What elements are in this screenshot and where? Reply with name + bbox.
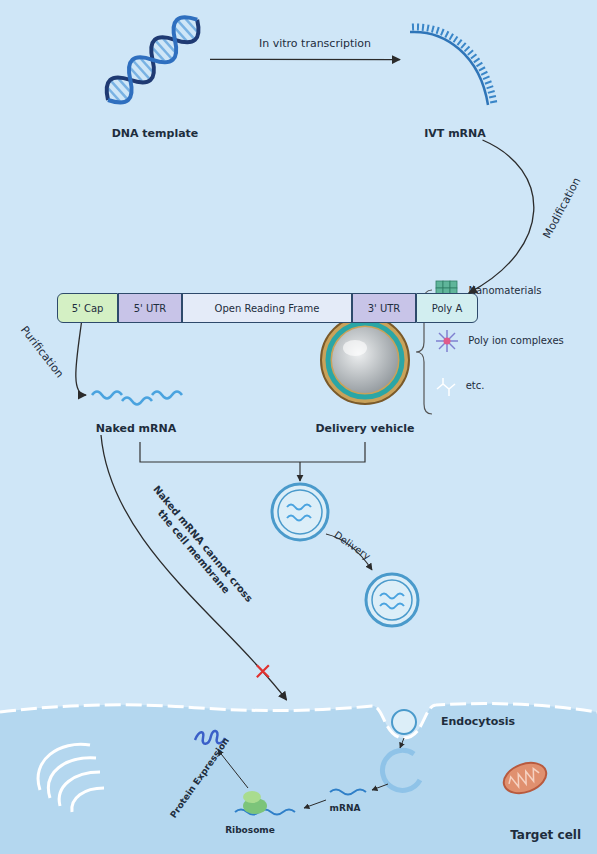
- loaded-particle: [278, 490, 322, 534]
- expression-arrow: [218, 750, 248, 788]
- node-text: Target cell: [510, 828, 581, 842]
- mrna-strand: [410, 27, 494, 105]
- dna-helix: [99, 10, 206, 110]
- endoplasmic-reticulum: [38, 744, 104, 812]
- edge-label: Naked mRNA cannot cross the cell membran…: [141, 483, 256, 613]
- endoplasmic-reticulum: [72, 788, 104, 812]
- text-label: Nanomaterials: [468, 285, 541, 297]
- vehicle-particle: [321, 316, 409, 404]
- molecule-icon: [437, 378, 455, 396]
- naked-mrna-strands: [92, 392, 122, 399]
- cross-mark: [257, 665, 269, 677]
- loaded-particle: [287, 505, 311, 521]
- text-label: Endocytosis: [441, 715, 515, 728]
- node-text: DNA template: [112, 127, 199, 140]
- text-label: etc.: [466, 380, 485, 392]
- vehicle-particle: [332, 327, 398, 393]
- node-text: 5' UTR: [134, 303, 167, 314]
- flow-arrow: [101, 435, 287, 700]
- utr-box: 3' UTR: [352, 293, 416, 323]
- polyion-icon: [436, 330, 458, 352]
- nanomaterial-icon: [436, 281, 443, 288]
- text-label: Poly ion complexes: [468, 335, 564, 347]
- ribosome: [243, 791, 261, 803]
- text-label: mRNA: [330, 803, 361, 814]
- edge-label: In vitro transcription: [259, 37, 371, 50]
- naked-mrna-node: Naked mRNA: [86, 378, 186, 435]
- vehicle-particle: [328, 323, 402, 397]
- merge-line: [140, 442, 365, 462]
- loaded-particle: [366, 574, 418, 626]
- flow-arrow: [76, 323, 86, 395]
- flow-arrow: [210, 59, 400, 61]
- cell-body: [0, 704, 597, 854]
- node-text: IVT mRNA: [424, 127, 486, 140]
- node-text: Naked mRNA: [96, 422, 176, 435]
- text-label: Delivery: [332, 529, 373, 563]
- polyion-icon: [439, 333, 455, 349]
- dna-helix: [154, 39, 173, 60]
- loaded-particle: [380, 594, 404, 609]
- vehicle-particle: [343, 340, 367, 356]
- cell-membrane: [0, 704, 597, 738]
- flow-arrow: [469, 140, 534, 293]
- release-arrow: [400, 738, 404, 748]
- dna-helix: [99, 9, 207, 110]
- budding-vesicle: [392, 710, 416, 734]
- text-label: Ribosome: [225, 825, 275, 836]
- mrna-strand: [410, 32, 488, 105]
- release-arrow: [372, 784, 388, 790]
- loaded-particle: [272, 484, 328, 540]
- loaded-particle: [372, 580, 412, 620]
- cap-box: 5' Cap: [57, 293, 118, 323]
- naked-mrna-strands: [122, 398, 152, 405]
- endoplasmic-reticulum: [38, 744, 90, 790]
- mitochondrion: [500, 757, 551, 798]
- nanomaterial-icon: [450, 281, 457, 288]
- text-label: Protein Expression: [168, 736, 232, 820]
- dna-helix: [110, 80, 129, 101]
- vehicle-particle: [321, 316, 409, 404]
- node-text: Poly A: [432, 303, 463, 314]
- node-text: 3' UTR: [368, 303, 401, 314]
- node-text: Delivery vehicle: [315, 422, 414, 435]
- naked-mrna-strands: [152, 392, 182, 399]
- ribosome: [243, 791, 267, 814]
- mitochondrion: [500, 757, 551, 798]
- loaded-particle: [366, 574, 418, 626]
- merge-arrow: [299, 462, 300, 481]
- mitochondrion: [507, 767, 541, 789]
- orf-box: Open Reading Frame: [182, 293, 352, 323]
- mrna-strand: [412, 27, 494, 104]
- translate-arrow: [304, 800, 326, 808]
- dna-helix: [99, 10, 206, 110]
- node-text: Open Reading Frame: [215, 303, 320, 314]
- mrna-strand: [330, 790, 366, 795]
- utr-box: 5' UTR: [118, 293, 182, 323]
- polyion-icon: [444, 338, 451, 345]
- dna-helix: [177, 19, 196, 40]
- dna-helix: [132, 59, 151, 80]
- dna-node: DNA template: [100, 12, 210, 140]
- edge-label: Purification: [18, 324, 66, 381]
- node-text: 5' Cap: [72, 303, 104, 314]
- naked-mrna-strands: [92, 392, 182, 405]
- loaded-particle: [272, 484, 328, 540]
- polyion-icon: [439, 333, 455, 349]
- nanomaterial-icon: [443, 281, 450, 288]
- edge-label: Modification: [540, 175, 583, 240]
- mrna-node: IVT mRNA: [400, 20, 510, 140]
- polya-box: Poly A: [416, 293, 478, 323]
- vehicle-node: Delivery vehicle: [305, 308, 425, 435]
